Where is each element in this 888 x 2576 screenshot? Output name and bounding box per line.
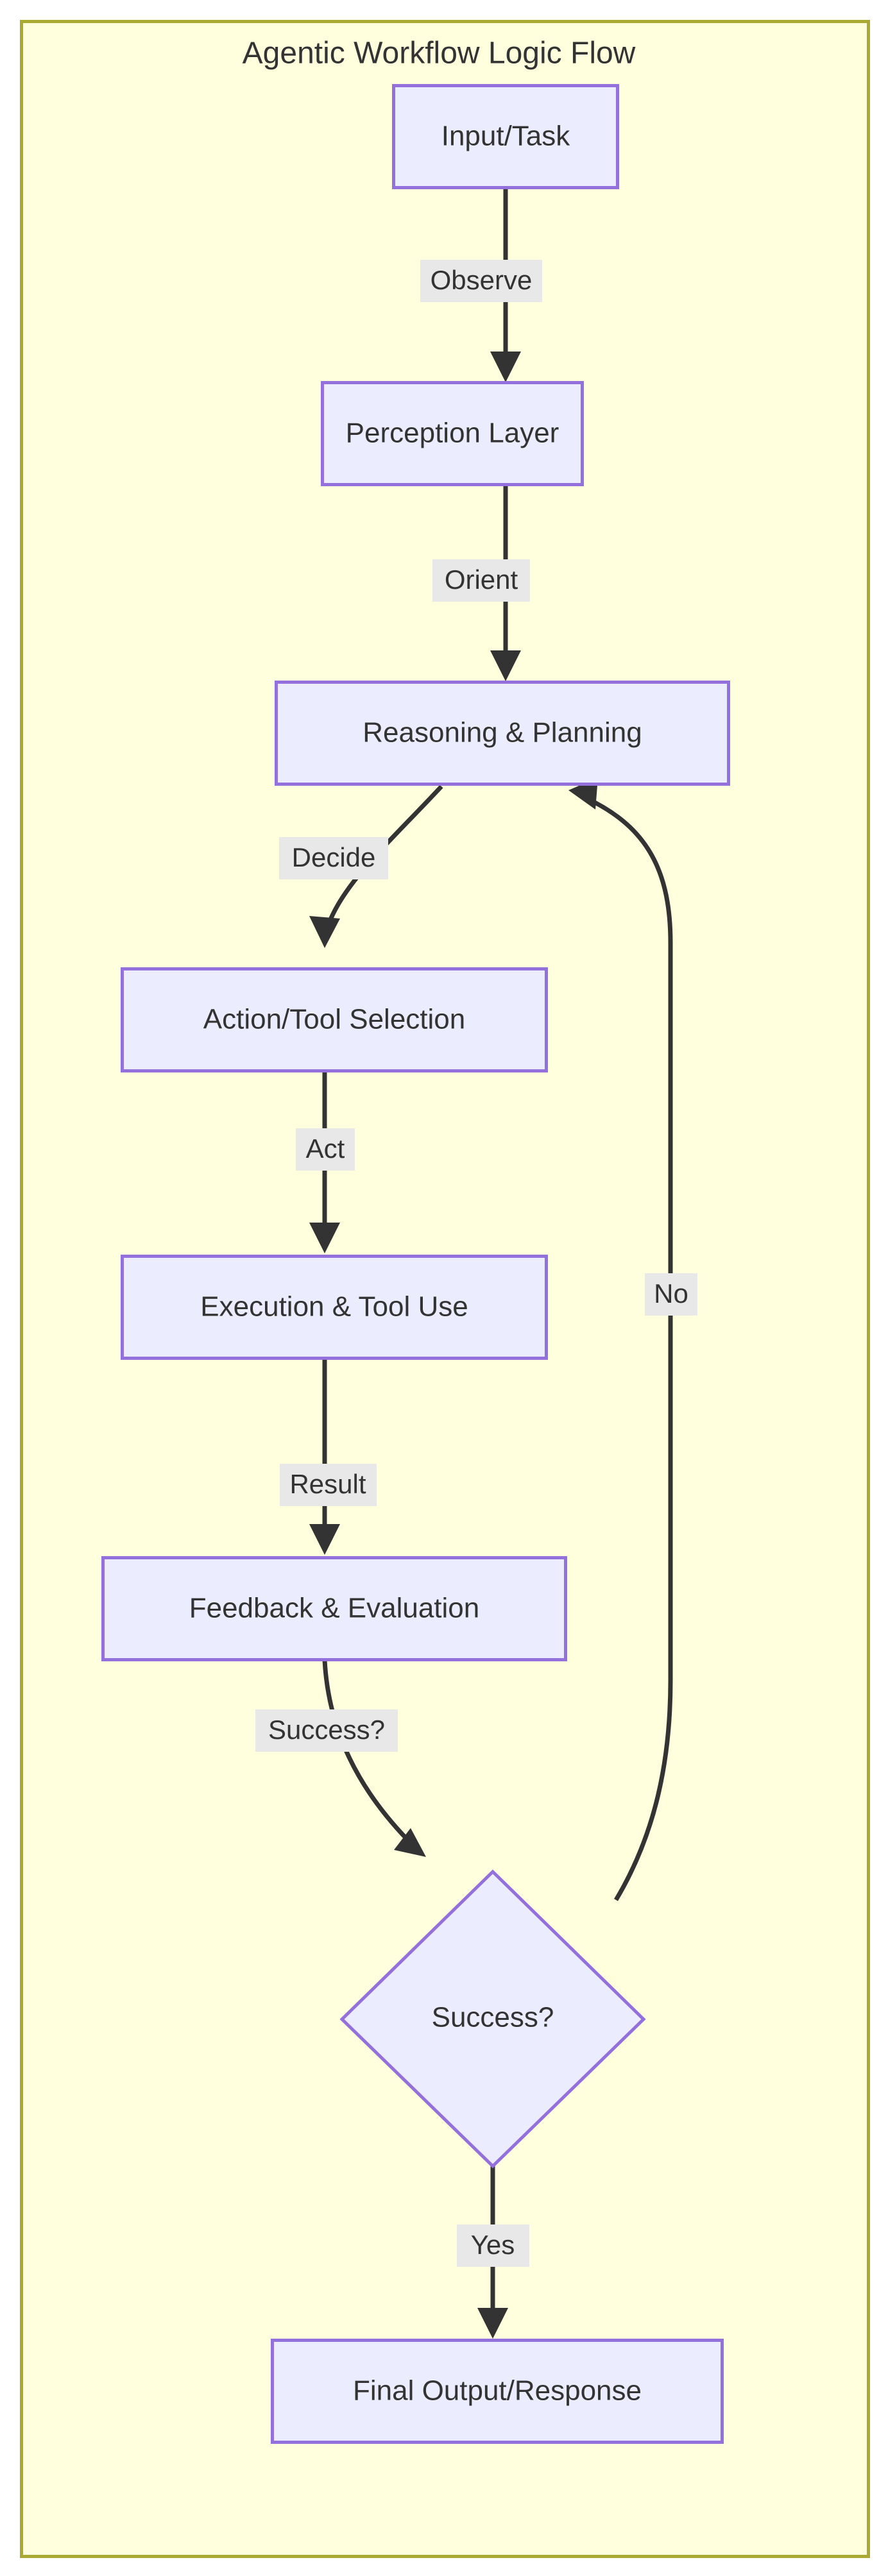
node-feedback-evaluation[interactable]: Feedback & Evaluation	[101, 1556, 567, 1661]
edge-label-yes: Yes	[457, 2224, 529, 2267]
node-action-tool-selection[interactable]: Action/Tool Selection	[121, 967, 548, 1072]
edge-label-background	[645, 1273, 697, 1316]
edge-label-text: Success?	[268, 1715, 385, 1745]
diagram-title: Agentic Workflow Logic Flow	[243, 37, 636, 71]
node-box[interactable]	[275, 681, 730, 786]
node-label: Reasoning & Planning	[363, 717, 642, 749]
edge-label-background	[280, 1464, 377, 1506]
arrowhead-icon	[490, 352, 521, 382]
node-box[interactable]	[121, 967, 548, 1072]
edge-label-background	[296, 1128, 355, 1171]
edge-label-no: No	[645, 1273, 697, 1316]
node-label: Final Output/Response	[353, 2375, 642, 2407]
edge-line	[322, 1659, 409, 1842]
arrowhead-icon	[490, 650, 521, 681]
node-diamond[interactable]	[339, 1869, 646, 2169]
node-success-decision[interactable]: Success?	[339, 1869, 646, 2169]
edge-label-text: Decide	[292, 842, 376, 872]
arrowhead-icon	[394, 1828, 426, 1857]
node-box[interactable]	[271, 2339, 724, 2444]
edge-label-orient: Orient	[432, 559, 530, 602]
arrowhead-icon	[309, 1223, 340, 1253]
node-box[interactable]	[121, 1255, 548, 1360]
edge-label-decide: Decide	[279, 837, 388, 879]
edge-label-text: Act	[306, 1133, 345, 1164]
node-perception-layer[interactable]: Perception Layer	[321, 381, 584, 486]
edge-line	[586, 796, 673, 1901]
node-label: Input/Task	[441, 121, 571, 152]
node-box[interactable]	[101, 1556, 567, 1661]
node-label: Feedback & Evaluation	[189, 1593, 480, 1624]
edge-label-observe: Observe	[420, 260, 542, 302]
edge-label-result: Result	[280, 1464, 377, 1506]
edge-label-background	[279, 837, 388, 879]
node-input-task[interactable]: Input/Task	[392, 84, 619, 189]
arrowhead-icon	[309, 916, 340, 948]
node-label: Success?	[432, 2002, 554, 2033]
edge-label-background	[255, 1709, 398, 1752]
node-label: Perception Layer	[346, 418, 559, 449]
edge-feedback-to-decision	[322, 1659, 426, 1857]
node-box[interactable]	[392, 84, 619, 189]
edge-label-act: Act	[296, 1128, 355, 1171]
node-label: Action/Tool Selection	[203, 1004, 465, 1035]
edge-label-background	[457, 2224, 529, 2267]
arrowhead-icon	[477, 2308, 508, 2339]
node-final-output-response[interactable]: Final Output/Response	[271, 2339, 724, 2444]
edge-label-text: Observe	[431, 265, 533, 295]
edge-label-text: Orient	[445, 564, 518, 595]
edge-label-success-question: Success?	[255, 1709, 398, 1752]
edge-execution-to-feedback	[309, 1359, 340, 1555]
arrowhead-icon	[309, 1524, 340, 1555]
node-execution-tool-use[interactable]: Execution & Tool Use	[121, 1255, 548, 1360]
edge-label-text: Result	[289, 1469, 366, 1499]
edge-label-text: No	[654, 1278, 688, 1309]
edge-label-background	[432, 559, 530, 602]
node-reasoning-planning[interactable]: Reasoning & Planning	[275, 681, 730, 786]
node-label: Execution & Tool Use	[200, 1291, 468, 1323]
node-box[interactable]	[321, 381, 584, 486]
edge-label-background	[420, 260, 542, 302]
edge-label-text: Yes	[471, 2230, 515, 2260]
